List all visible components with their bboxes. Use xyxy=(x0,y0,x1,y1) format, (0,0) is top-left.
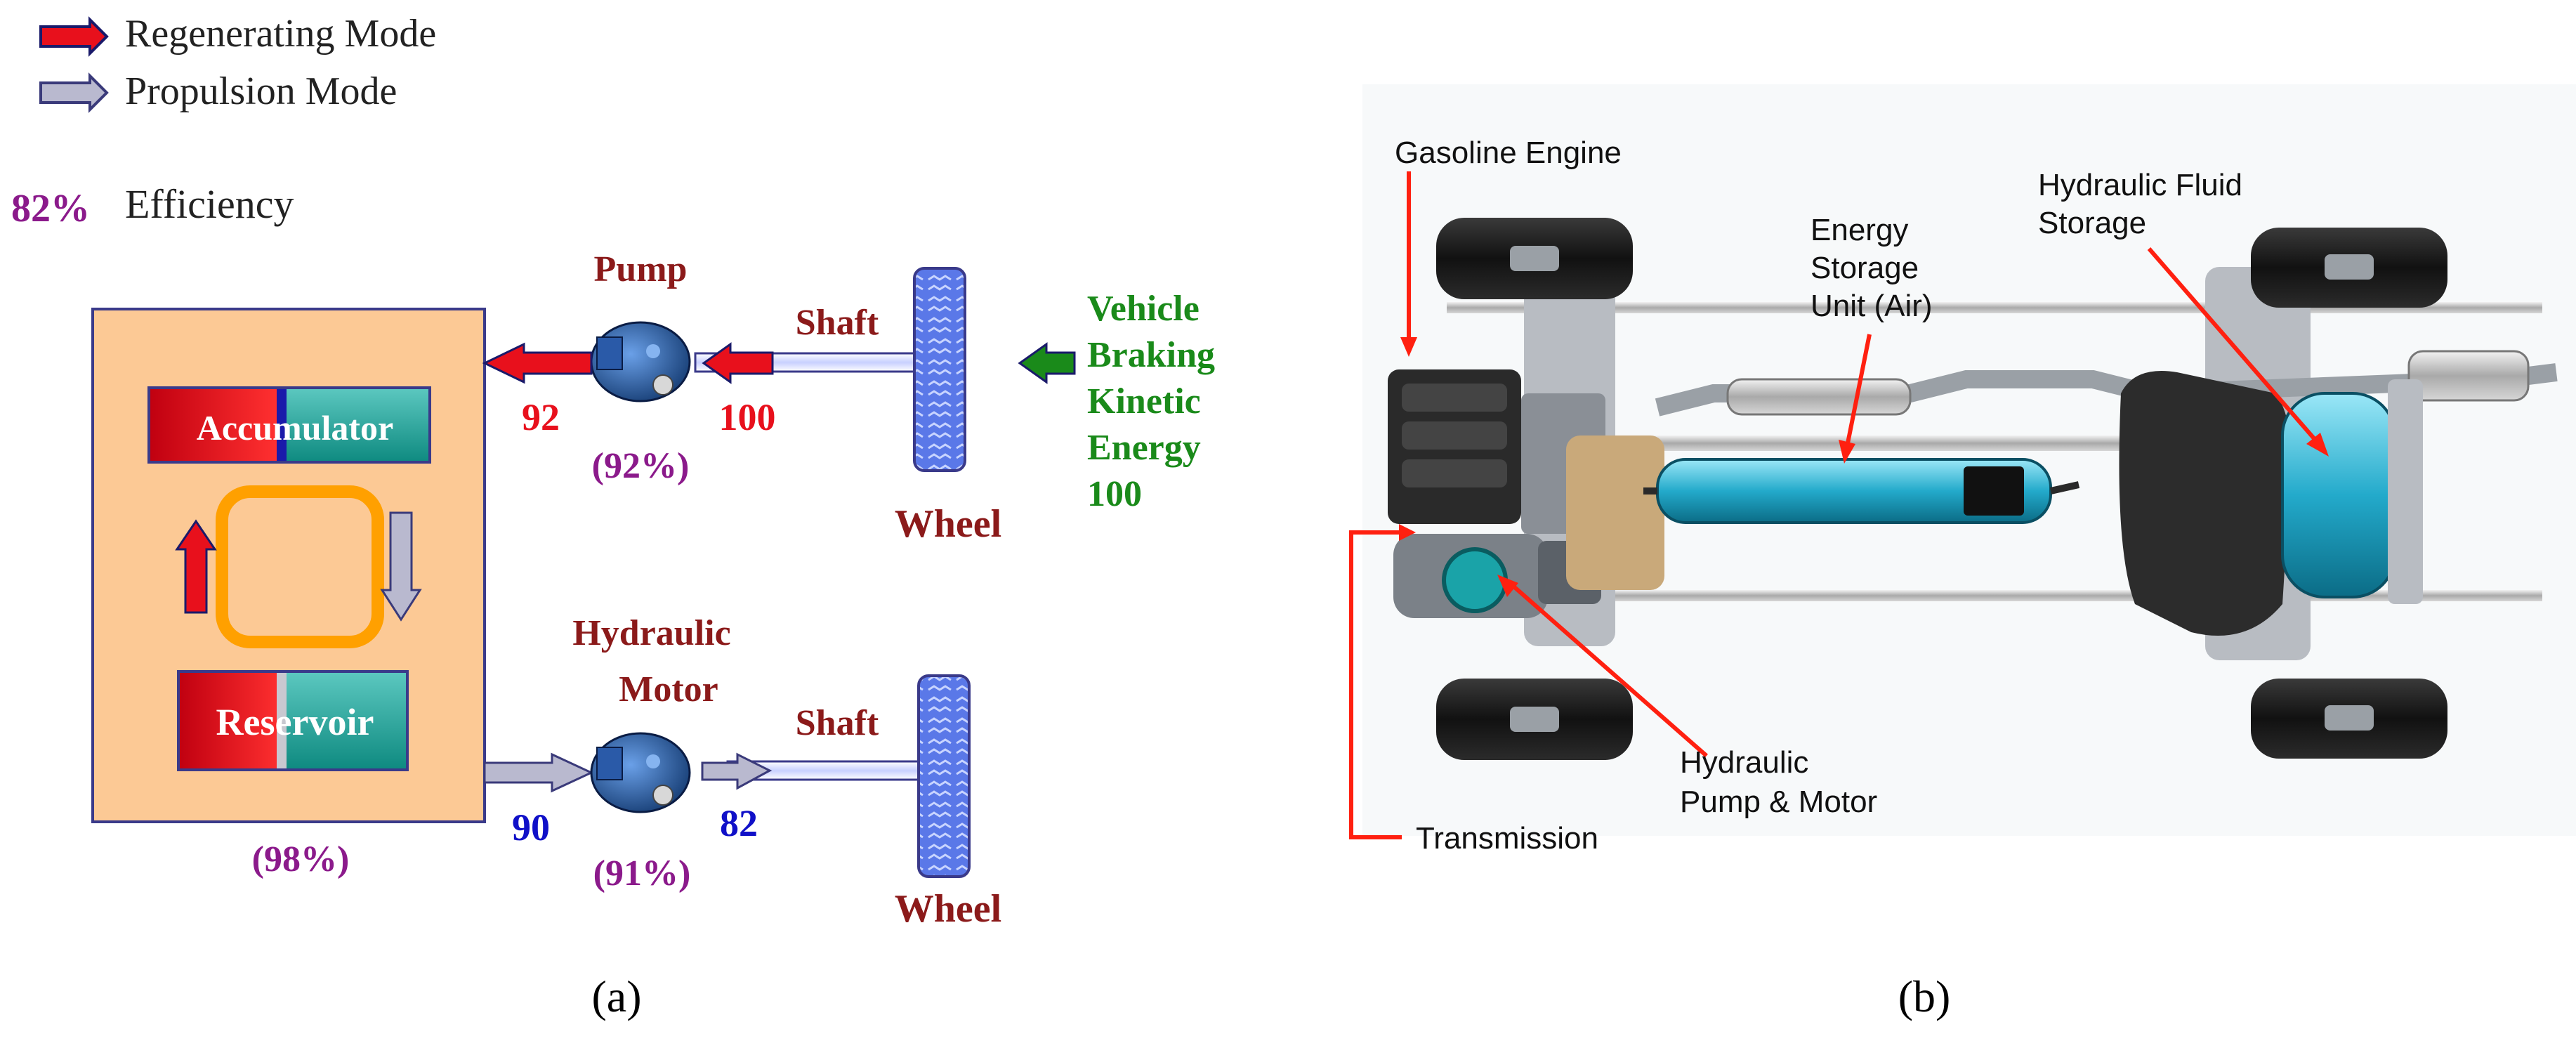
regen-arrow-to-pump xyxy=(702,342,774,384)
wheel-top-label: Wheel xyxy=(895,502,1001,546)
pump-label: Pump xyxy=(594,249,688,289)
accumulator-label: Accumulator xyxy=(197,408,394,447)
fluid-storage-label-line1: Hydraulic Fluid xyxy=(2038,168,2242,202)
fluid-storage-leader xyxy=(2147,247,2320,444)
energy-storage-tank xyxy=(1643,458,2080,524)
regen-legend-label: Regenerating Mode xyxy=(125,12,436,55)
storage-efficiency: (98%) xyxy=(252,839,350,879)
wheel-bottom xyxy=(917,674,971,878)
propulsion-legend-arrow xyxy=(39,72,109,113)
pump-motor-label-line2: Pump & Motor xyxy=(1680,785,1877,819)
shaft-bottom-label: Shaft xyxy=(796,703,879,743)
pump-motor-leader xyxy=(1510,582,1708,758)
front-left-tire xyxy=(1436,218,1633,299)
prop-arrow-to-motor xyxy=(483,752,594,793)
fluid-loop xyxy=(216,485,384,648)
motor-out-value: 82 xyxy=(720,802,758,844)
motor-icon xyxy=(590,732,691,813)
panel-b: Gasoline Engine Energy Storage Unit (Air… xyxy=(1349,84,2576,1021)
transmission-label: Transmission xyxy=(1416,821,1598,856)
reservoir-label: Reservoir xyxy=(216,701,374,743)
front-right-tire xyxy=(1436,679,1633,760)
braking-value: 100 xyxy=(1087,474,1142,514)
efficiency-legend-value: 82% xyxy=(11,187,90,230)
pump-icon xyxy=(590,321,691,402)
braking-label: Vehicle Braking Kinetic Energy 100 xyxy=(1087,289,1215,514)
motor-label-line2: Motor xyxy=(619,669,718,709)
transmission-leader xyxy=(1349,530,1402,839)
energy-storage-leader xyxy=(1845,334,1872,447)
pump-in-value: 100 xyxy=(719,396,776,438)
pump-efficiency: (92%) xyxy=(592,446,690,486)
shaft-top-label: Shaft xyxy=(796,303,879,343)
loop-down-arrow xyxy=(380,511,422,622)
braking-line2: Braking xyxy=(1087,335,1215,375)
motor-efficiency: (91%) xyxy=(593,853,691,893)
motor-label-line1: Hydraulic xyxy=(572,613,730,653)
energy-storage-label-line3: Unit (Air) xyxy=(1811,289,1933,323)
rear-right-tire xyxy=(2251,679,2447,759)
wheel-bottom-label: Wheel xyxy=(895,887,1001,931)
pump-out-value: 92 xyxy=(522,396,560,438)
reservoir xyxy=(177,670,409,771)
propulsion-legend-label: Propulsion Mode xyxy=(125,70,397,113)
braking-line3: Kinetic xyxy=(1087,381,1201,421)
legend: Regenerating Mode Propulsion Mode 82% Ef… xyxy=(11,12,436,230)
caption-a: (a) xyxy=(591,971,641,1021)
braking-line1: Vehicle xyxy=(1087,289,1200,329)
leader-lines xyxy=(1349,171,2329,839)
wheel-top xyxy=(913,267,966,472)
panel-a: Accumulator Reservoir (98%) xyxy=(91,249,1215,1021)
braking-line4: Energy xyxy=(1087,428,1201,468)
prop-arrow-to-shaft xyxy=(701,752,773,790)
regen-legend-arrow xyxy=(39,16,109,57)
pump-motor-label-line1: Hydraulic xyxy=(1680,745,1808,780)
efficiency-legend-label: Efficiency xyxy=(125,181,294,227)
driveshaft-cover xyxy=(1566,435,1664,590)
hydraulic-fluid-tank xyxy=(2281,379,2423,604)
energy-storage-label-line1: Energy xyxy=(1811,213,1908,247)
fuel-tank xyxy=(2119,371,2292,636)
fluid-storage-label-line2: Storage xyxy=(2038,206,2146,240)
accumulator xyxy=(147,386,431,464)
braking-arrow xyxy=(1018,342,1076,384)
motor-in-value: 90 xyxy=(512,806,550,849)
engine-label: Gasoline Engine xyxy=(1395,136,1622,170)
loop-up-arrow xyxy=(175,519,217,614)
caption-b: (b) xyxy=(1898,971,1951,1021)
rear-left-tire xyxy=(2251,228,2447,308)
energy-storage-label-line2: Storage xyxy=(1811,251,1919,285)
regen-arrow-to-storage xyxy=(482,342,593,384)
